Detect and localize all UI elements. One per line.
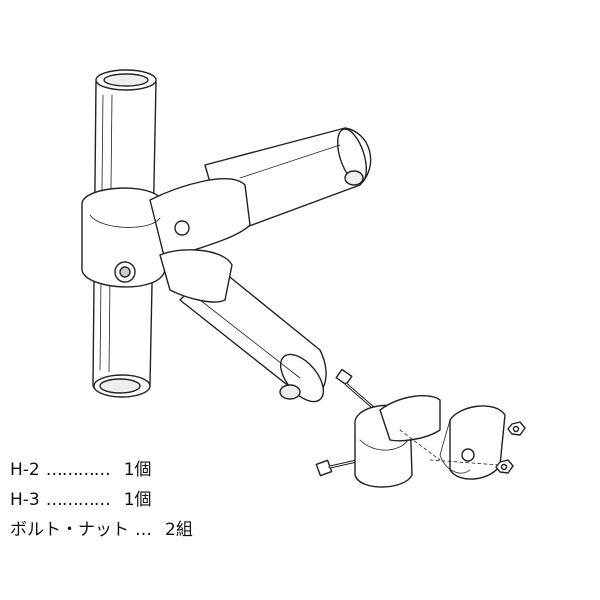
nut-upper — [507, 421, 526, 436]
leader-dots: ………… — [45, 460, 111, 480]
part-quantity: 2組 — [165, 520, 193, 540]
part-quantity: 1個 — [123, 490, 152, 510]
bracket-h3 — [439, 405, 506, 480]
parts-list: H-2 ………… 1個 H-3 ………… 1個 ボルト・ナット … 2組 — [10, 455, 193, 545]
parts-list-row: H-2 ………… 1個 — [10, 455, 193, 485]
bracket-h2 — [354, 395, 441, 488]
part-name: H-2 — [10, 460, 40, 480]
nut-lower — [495, 459, 514, 474]
leader-dots: ………… — [45, 490, 111, 510]
joint-bracket — [81, 178, 251, 303]
parts-list-row: H-3 ………… 1個 — [10, 485, 193, 515]
part-quantity: 1個 — [123, 460, 152, 480]
part-name: ボルト・ナット — [10, 520, 129, 540]
parts-list-row: ボルト・ナット … 2組 — [10, 515, 193, 545]
part-name: H-3 — [10, 490, 40, 510]
leader-dots: … — [135, 520, 152, 540]
